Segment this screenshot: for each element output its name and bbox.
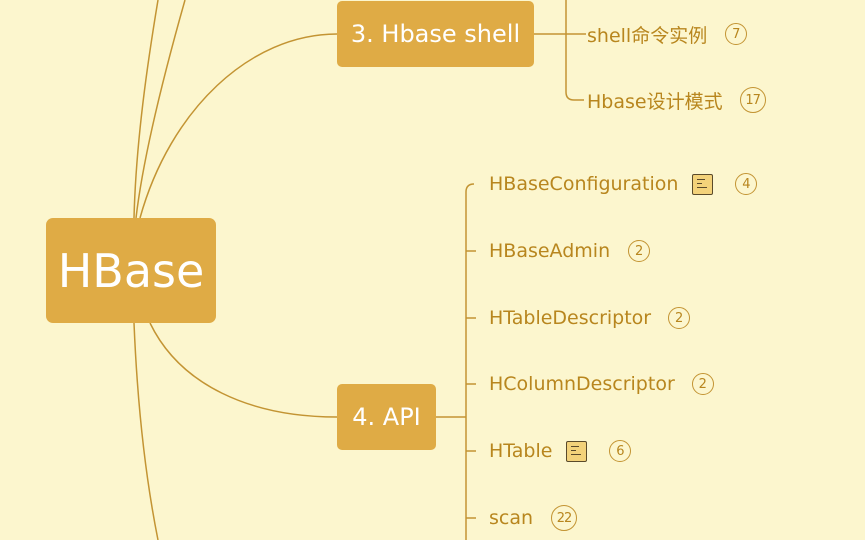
connector-shell-vertical [565,0,584,101]
leaf-htabledescriptor[interactable]: HTableDescriptor 2 [489,303,691,333]
leaf-scan[interactable]: scan 22 [489,503,578,533]
branch-api[interactable]: 4. API [337,384,436,450]
note-icon[interactable] [566,440,588,462]
leaf-hbaseconfiguration[interactable]: HBaseConfiguration 4 [489,169,758,199]
leaf-htable[interactable]: HTable 6 [489,436,632,466]
leaf-label: shell命令实例 [587,24,708,47]
root-node[interactable]: HBase [46,218,216,323]
count-badge: 2 [668,307,691,329]
leaf-hbase-design-patterns[interactable]: Hbase设计模式 17 [587,85,766,115]
count-badge: 2 [628,240,651,262]
leaf-shell-examples[interactable]: shell命令实例 7 [587,19,748,49]
leaf-label: HBaseConfiguration [489,173,679,195]
leaf-label: HTable [489,440,553,462]
branch-label: 4. API [352,403,421,431]
leaf-label: scan [489,507,534,529]
leaf-label: Hbase设计模式 [587,90,723,113]
root-node-label: HBase [57,243,205,298]
leaf-hbaseadmin[interactable]: HBaseAdmin 2 [489,236,651,266]
count-badge: 6 [609,440,632,462]
connector-root-offscreen-3 [133,322,159,540]
leaf-label: HTableDescriptor [489,307,652,329]
connector-api-vertical [465,183,475,540]
branch-hbase-shell[interactable]: 3. Hbase shell [337,1,534,67]
connector-root-shell [139,33,338,219]
leaf-label: HBaseAdmin [489,240,611,262]
note-icon[interactable] [692,173,714,195]
leaf-label: HColumnDescriptor [489,373,675,395]
count-badge: 7 [725,23,748,45]
connector-root-offscreen-2 [135,0,186,219]
connector-root-api [149,322,338,418]
count-badge: 17 [739,87,766,113]
count-badge: 4 [735,173,758,195]
leaf-hcolumndescriptor[interactable]: HColumnDescriptor 2 [489,369,714,399]
count-badge: 22 [551,505,578,531]
connector-root-offscreen-1 [133,0,159,219]
count-badge: 2 [691,373,714,395]
branch-label: 3. Hbase shell [350,20,521,48]
